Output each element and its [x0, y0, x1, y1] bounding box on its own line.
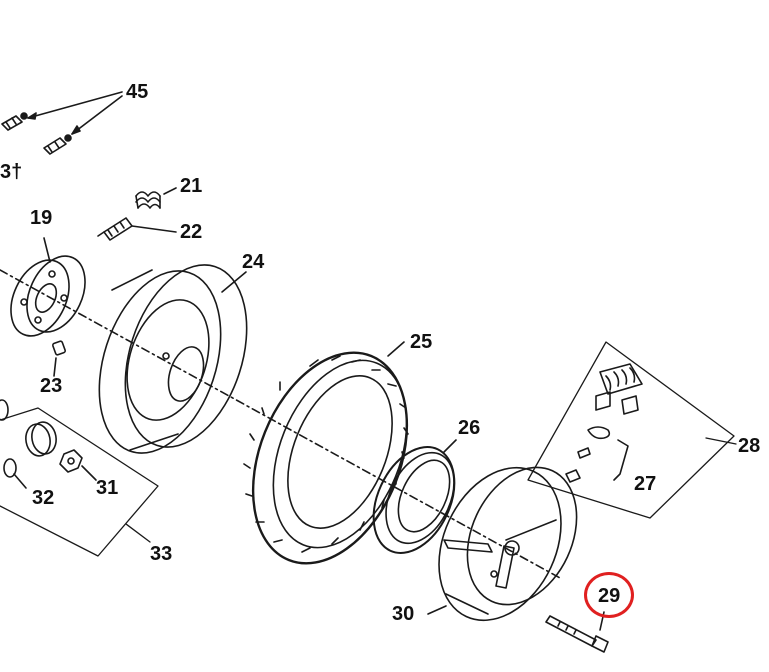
part-27-keys	[565, 426, 629, 483]
part-29-bolt	[545, 611, 609, 653]
callout-19: 19	[30, 207, 53, 229]
leader-45	[27, 91, 123, 135]
highlight-ring-29	[584, 572, 634, 618]
callout-21: 21	[180, 175, 203, 197]
bracket-33	[0, 407, 159, 557]
callout-29: 29	[598, 585, 621, 607]
callout-25: 25	[410, 331, 433, 353]
leader-23	[53, 357, 57, 377]
callout-32: 32	[32, 487, 55, 509]
callout-31: 31	[96, 477, 119, 499]
leader-28	[705, 437, 737, 445]
callout-22: 22	[180, 221, 203, 243]
part-26-bearing	[372, 439, 457, 554]
part-23-pin	[52, 340, 66, 356]
callout-28: 28	[738, 435, 761, 457]
axle-centerline	[0, 269, 561, 579]
part-25-tire	[243, 341, 409, 565]
callout-24: 24	[242, 251, 265, 273]
part-19-hub	[10, 237, 86, 337]
callout-edge-fragment: 3†	[0, 161, 23, 183]
callout-23: 23	[40, 375, 63, 397]
callout-33: 33	[150, 543, 173, 565]
callout-45: 45	[126, 81, 149, 103]
part-21-spring	[135, 187, 177, 209]
part-33-bushing	[0, 399, 57, 457]
leader-33	[125, 523, 151, 543]
callout-26: 26	[458, 417, 481, 439]
bracket-28	[527, 341, 735, 519]
part-24-rim	[98, 264, 248, 454]
part-31-nut	[59, 449, 97, 481]
part-30-hub	[427, 466, 578, 622]
part-28-clip	[595, 363, 643, 415]
part-32-washer	[3, 458, 27, 489]
part-22-pin	[97, 217, 177, 241]
callout-27: 27	[634, 473, 657, 495]
callout-30: 30	[392, 603, 415, 625]
part-45-fittings	[1, 112, 72, 155]
